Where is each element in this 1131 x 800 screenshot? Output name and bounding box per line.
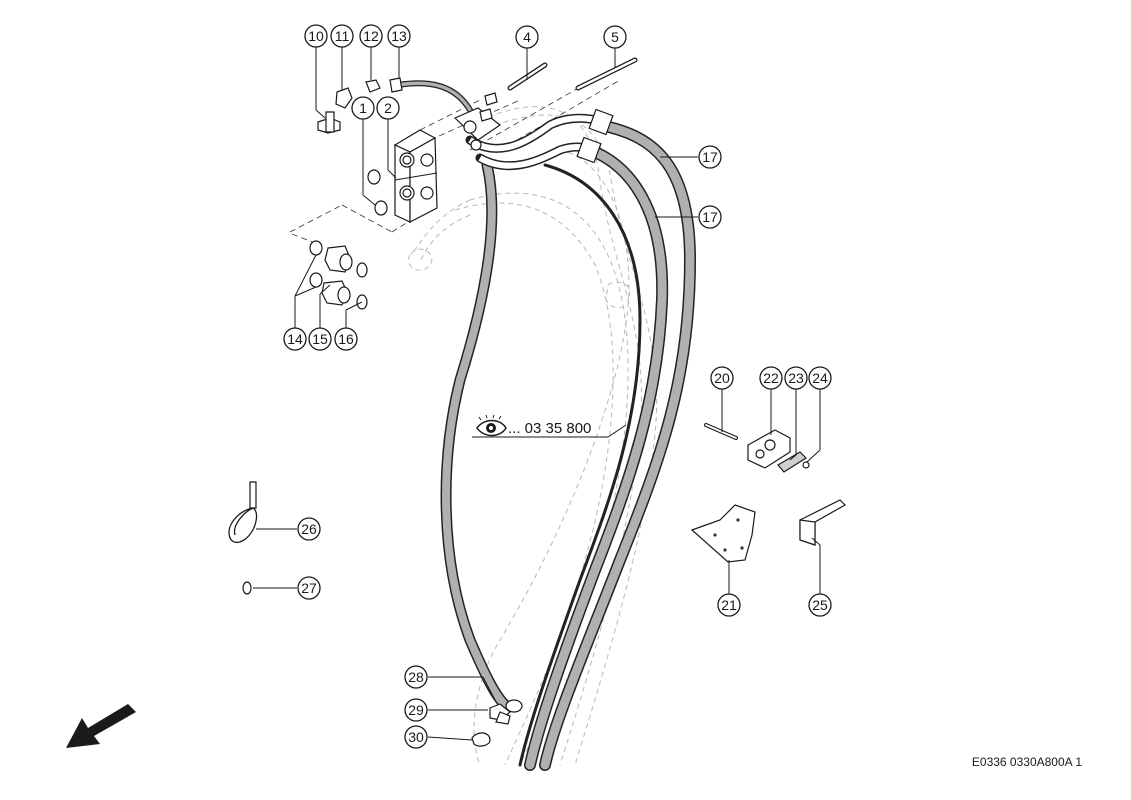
callout-2: 2 bbox=[376, 96, 400, 120]
callout-4: 4 bbox=[515, 25, 539, 49]
callout-13: 13 bbox=[387, 24, 411, 48]
svg-text:2: 2 bbox=[384, 100, 392, 116]
eye-icon bbox=[476, 414, 507, 437]
callout-21: 21 bbox=[717, 593, 741, 617]
callout-1: 1 bbox=[351, 96, 375, 120]
clamp-parts bbox=[704, 423, 810, 473]
callout-11: 11 bbox=[330, 24, 354, 48]
svg-text:13: 13 bbox=[391, 28, 407, 44]
svg-text:10: 10 bbox=[308, 28, 324, 44]
svg-text:26: 26 bbox=[301, 521, 317, 537]
svg-text:28: 28 bbox=[408, 669, 424, 685]
svg-text:24: 24 bbox=[812, 370, 828, 386]
svg-text:17: 17 bbox=[702, 209, 718, 225]
callout-10: 10 bbox=[304, 24, 328, 48]
svg-text:23: 23 bbox=[788, 370, 804, 386]
svg-text:1: 1 bbox=[359, 100, 367, 116]
svg-text:17: 17 bbox=[702, 149, 718, 165]
callout-26: 26 bbox=[297, 517, 321, 541]
svg-text:4: 4 bbox=[523, 29, 531, 45]
svg-text:29: 29 bbox=[408, 702, 424, 718]
callout-17-upper: 17 bbox=[698, 145, 722, 169]
brackets bbox=[690, 499, 846, 563]
svg-text:21: 21 bbox=[721, 597, 737, 613]
svg-text:30: 30 bbox=[408, 729, 424, 745]
callout-5: 5 bbox=[603, 25, 627, 49]
callout-27: 27 bbox=[297, 576, 321, 600]
callout-28: 28 bbox=[404, 665, 428, 689]
callout-17-lower: 17 bbox=[698, 205, 722, 229]
valve-block bbox=[367, 129, 438, 223]
callout-30: 30 bbox=[404, 725, 428, 749]
hose-assembly bbox=[395, 80, 697, 771]
callout-29: 29 bbox=[404, 698, 428, 722]
reference-text: ... 03 35 800 bbox=[508, 420, 591, 437]
callout-15: 15 bbox=[308, 327, 332, 351]
svg-text:25: 25 bbox=[812, 597, 828, 613]
svg-text:16: 16 bbox=[338, 331, 354, 347]
bottom-fittings bbox=[471, 703, 511, 747]
svg-text:22: 22 bbox=[763, 370, 779, 386]
callout-23: 23 bbox=[784, 366, 808, 390]
svg-text:11: 11 bbox=[335, 28, 350, 44]
drawing-code: E0336 0330A800A 1 bbox=[972, 755, 1082, 769]
cable-tie bbox=[228, 481, 258, 595]
callout-22: 22 bbox=[759, 366, 783, 390]
callout-12: 12 bbox=[359, 24, 383, 48]
svg-text:20: 20 bbox=[714, 370, 730, 386]
svg-text:27: 27 bbox=[301, 580, 317, 596]
svg-text:15: 15 bbox=[312, 331, 328, 347]
callout-20: 20 bbox=[710, 366, 734, 390]
callout-16: 16 bbox=[334, 327, 358, 351]
leader-lines bbox=[253, 46, 821, 741]
svg-text:14: 14 bbox=[287, 331, 303, 347]
callout-14: 14 bbox=[283, 327, 307, 351]
callout-25: 25 bbox=[808, 593, 832, 617]
fittings-lower bbox=[309, 240, 368, 310]
svg-text:5: 5 bbox=[611, 29, 619, 45]
svg-text:12: 12 bbox=[363, 28, 379, 44]
arrow-down-left-icon bbox=[66, 704, 136, 748]
callout-24: 24 bbox=[808, 366, 832, 390]
